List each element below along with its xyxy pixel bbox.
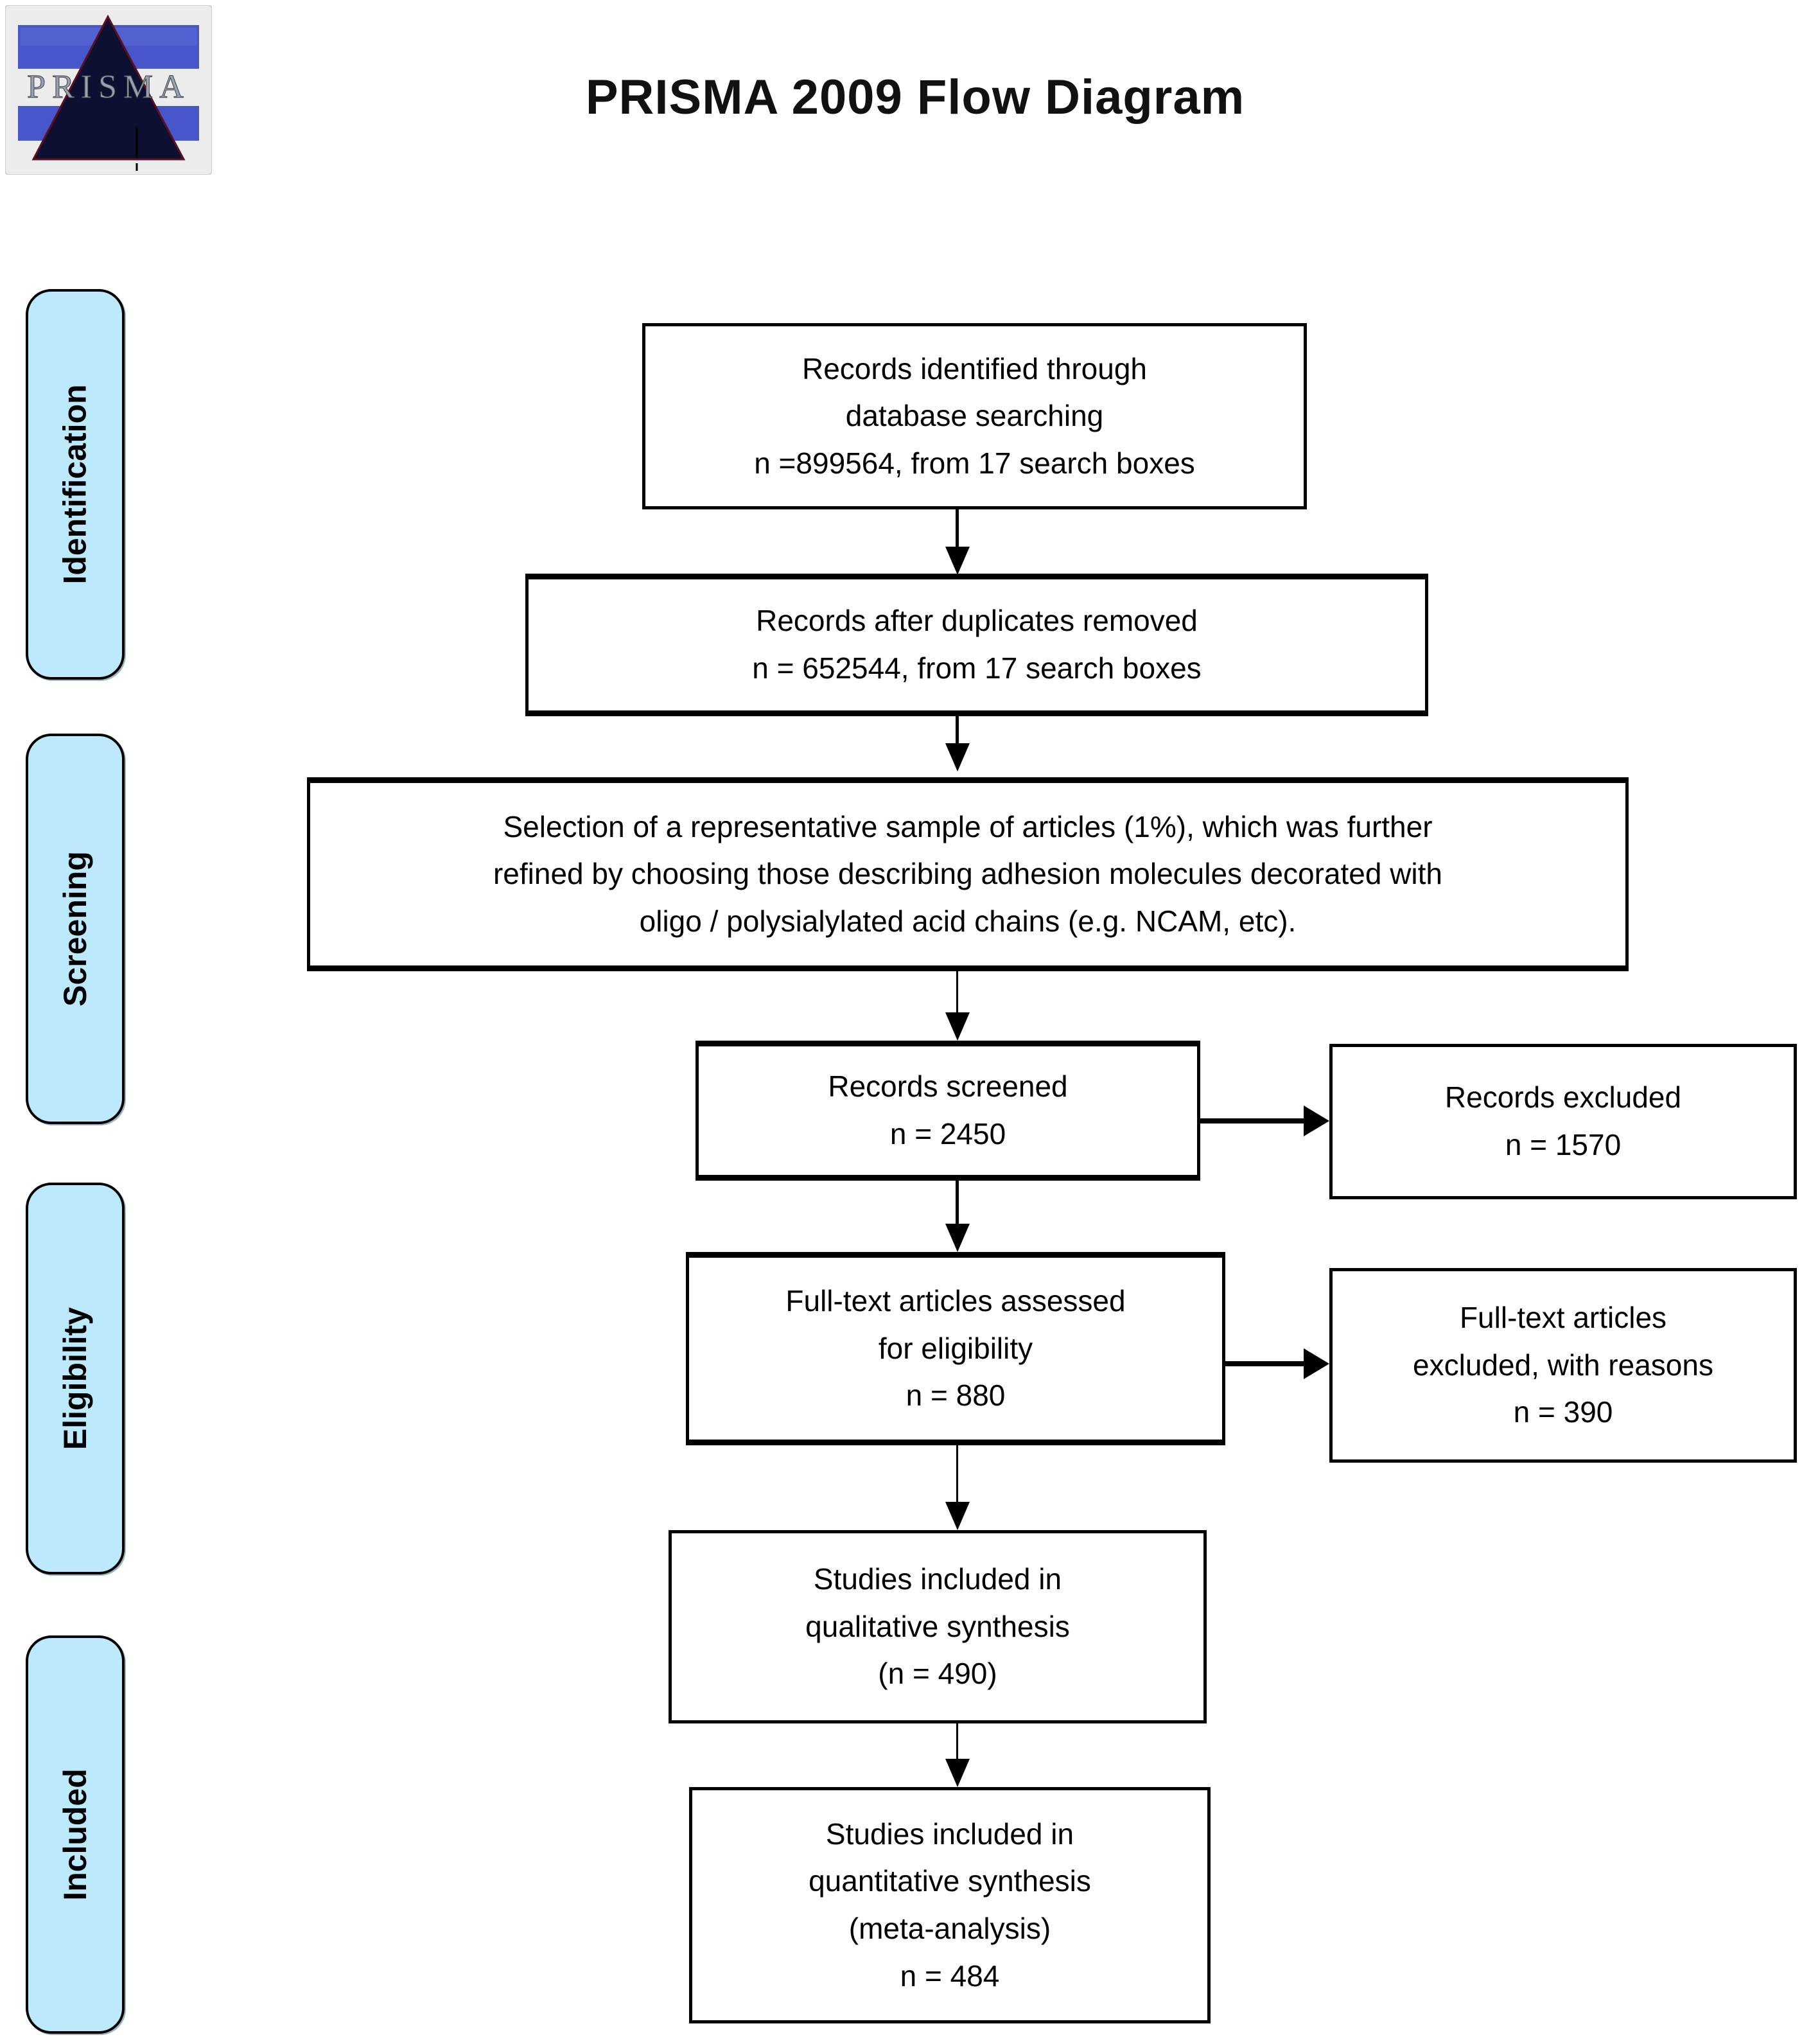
box-text-line: Records identified through: [802, 351, 1147, 385]
flow-box-fulltext-assessed: Full-text articles assessed for eligibil…: [686, 1252, 1225, 1445]
box-text-line: Full-text articles: [1459, 1301, 1667, 1335]
box-text-line: n = 652544, from 17 search boxes: [752, 651, 1202, 685]
flow-box-records-screened: Records screened n = 2450: [695, 1041, 1200, 1181]
right-arrow-screened-to-excluded: [1200, 1118, 1304, 1123]
box-text-line: n = 390: [1513, 1395, 1613, 1429]
flow-box-qualitative-synthesis: Studies included in qualitative synthesi…: [669, 1530, 1207, 1723]
box-text-line: Records after duplicates removed: [756, 604, 1198, 638]
box-text-line: Records excluded: [1444, 1080, 1682, 1115]
flow-box-records-identified: Records identified through database sear…: [642, 323, 1307, 509]
stage-label-eligibility: Eligibility: [26, 1183, 125, 1574]
box-text-line: quantitative synthesis: [809, 1864, 1091, 1898]
prisma-logo: PRISMA: [4, 4, 213, 175]
down-arrow-identified-to-duplicates: [956, 509, 959, 547]
stage-label-text: Identification: [57, 384, 94, 585]
box-text-line: refined by choosing those describing adh…: [493, 857, 1443, 891]
box-text-line: Full-text articles assessed: [785, 1284, 1126, 1318]
box-text-line: n =899564, from 17 search boxes: [754, 446, 1195, 480]
flow-box-records-excluded: Records excluded n = 1570: [1329, 1044, 1797, 1199]
box-text-line: n = 2450: [889, 1117, 1006, 1150]
right-arrow-fulltext-to-excluded: [1225, 1361, 1304, 1366]
flow-box-fulltext-excluded: Full-text articles excluded, with reason…: [1329, 1268, 1797, 1463]
box-text-line: Studies included in: [813, 1562, 1062, 1596]
down-arrow-qualitative-to-quantitative: [956, 1723, 958, 1759]
stage-label-text: Screening: [57, 851, 93, 1007]
down-arrow-duplicates-to-selection: [956, 716, 959, 743]
down-arrow-selection-to-screened: [956, 971, 958, 1012]
stage-label-screening: Screening: [26, 734, 125, 1124]
box-text-line: Selection of a representative sample of …: [503, 809, 1433, 843]
box-text-line: (n = 490): [878, 1657, 997, 1691]
box-text-line: excluded, with reasons: [1413, 1348, 1713, 1382]
stage-label-identification: Identification: [26, 289, 125, 680]
box-text-line: Records screened: [828, 1070, 1068, 1104]
flow-box-quantitative-synthesis: Studies included in quantitative synthes…: [689, 1787, 1211, 2023]
box-text-line: qualitative synthesis: [805, 1609, 1070, 1643]
flow-box-selection-note: Selection of a representative sample of …: [307, 777, 1629, 971]
down-arrow-fulltext-to-qualitative: [956, 1445, 958, 1502]
prisma-logo-graphic: PRISMA: [4, 4, 213, 175]
box-text-line: oligo / polysialylated acid chains (e.g.…: [639, 904, 1297, 938]
box-text-line: for eligibility: [878, 1331, 1033, 1365]
down-arrow-screened-to-fulltext: [956, 1181, 959, 1224]
box-text-line: (meta-analysis): [848, 1912, 1051, 1945]
prisma-logo-text: PRISMA: [27, 69, 190, 105]
box-text-line: n = 1570: [1505, 1128, 1622, 1161]
box-text-line: database searching: [845, 399, 1104, 433]
stage-label-text: Included: [57, 1768, 94, 1901]
stage-label-text: Eligibility: [57, 1307, 93, 1450]
box-text-line: n = 484: [900, 1959, 1000, 1993]
box-text-line: n = 880: [905, 1379, 1006, 1413]
flow-box-duplicates-removed: Records after duplicates removed n = 652…: [525, 574, 1428, 716]
stage-label-included: Included: [26, 1635, 125, 2034]
page-title: PRISMA 2009 Flow Diagram: [585, 70, 1245, 125]
box-text-line: Studies included in: [825, 1817, 1074, 1851]
